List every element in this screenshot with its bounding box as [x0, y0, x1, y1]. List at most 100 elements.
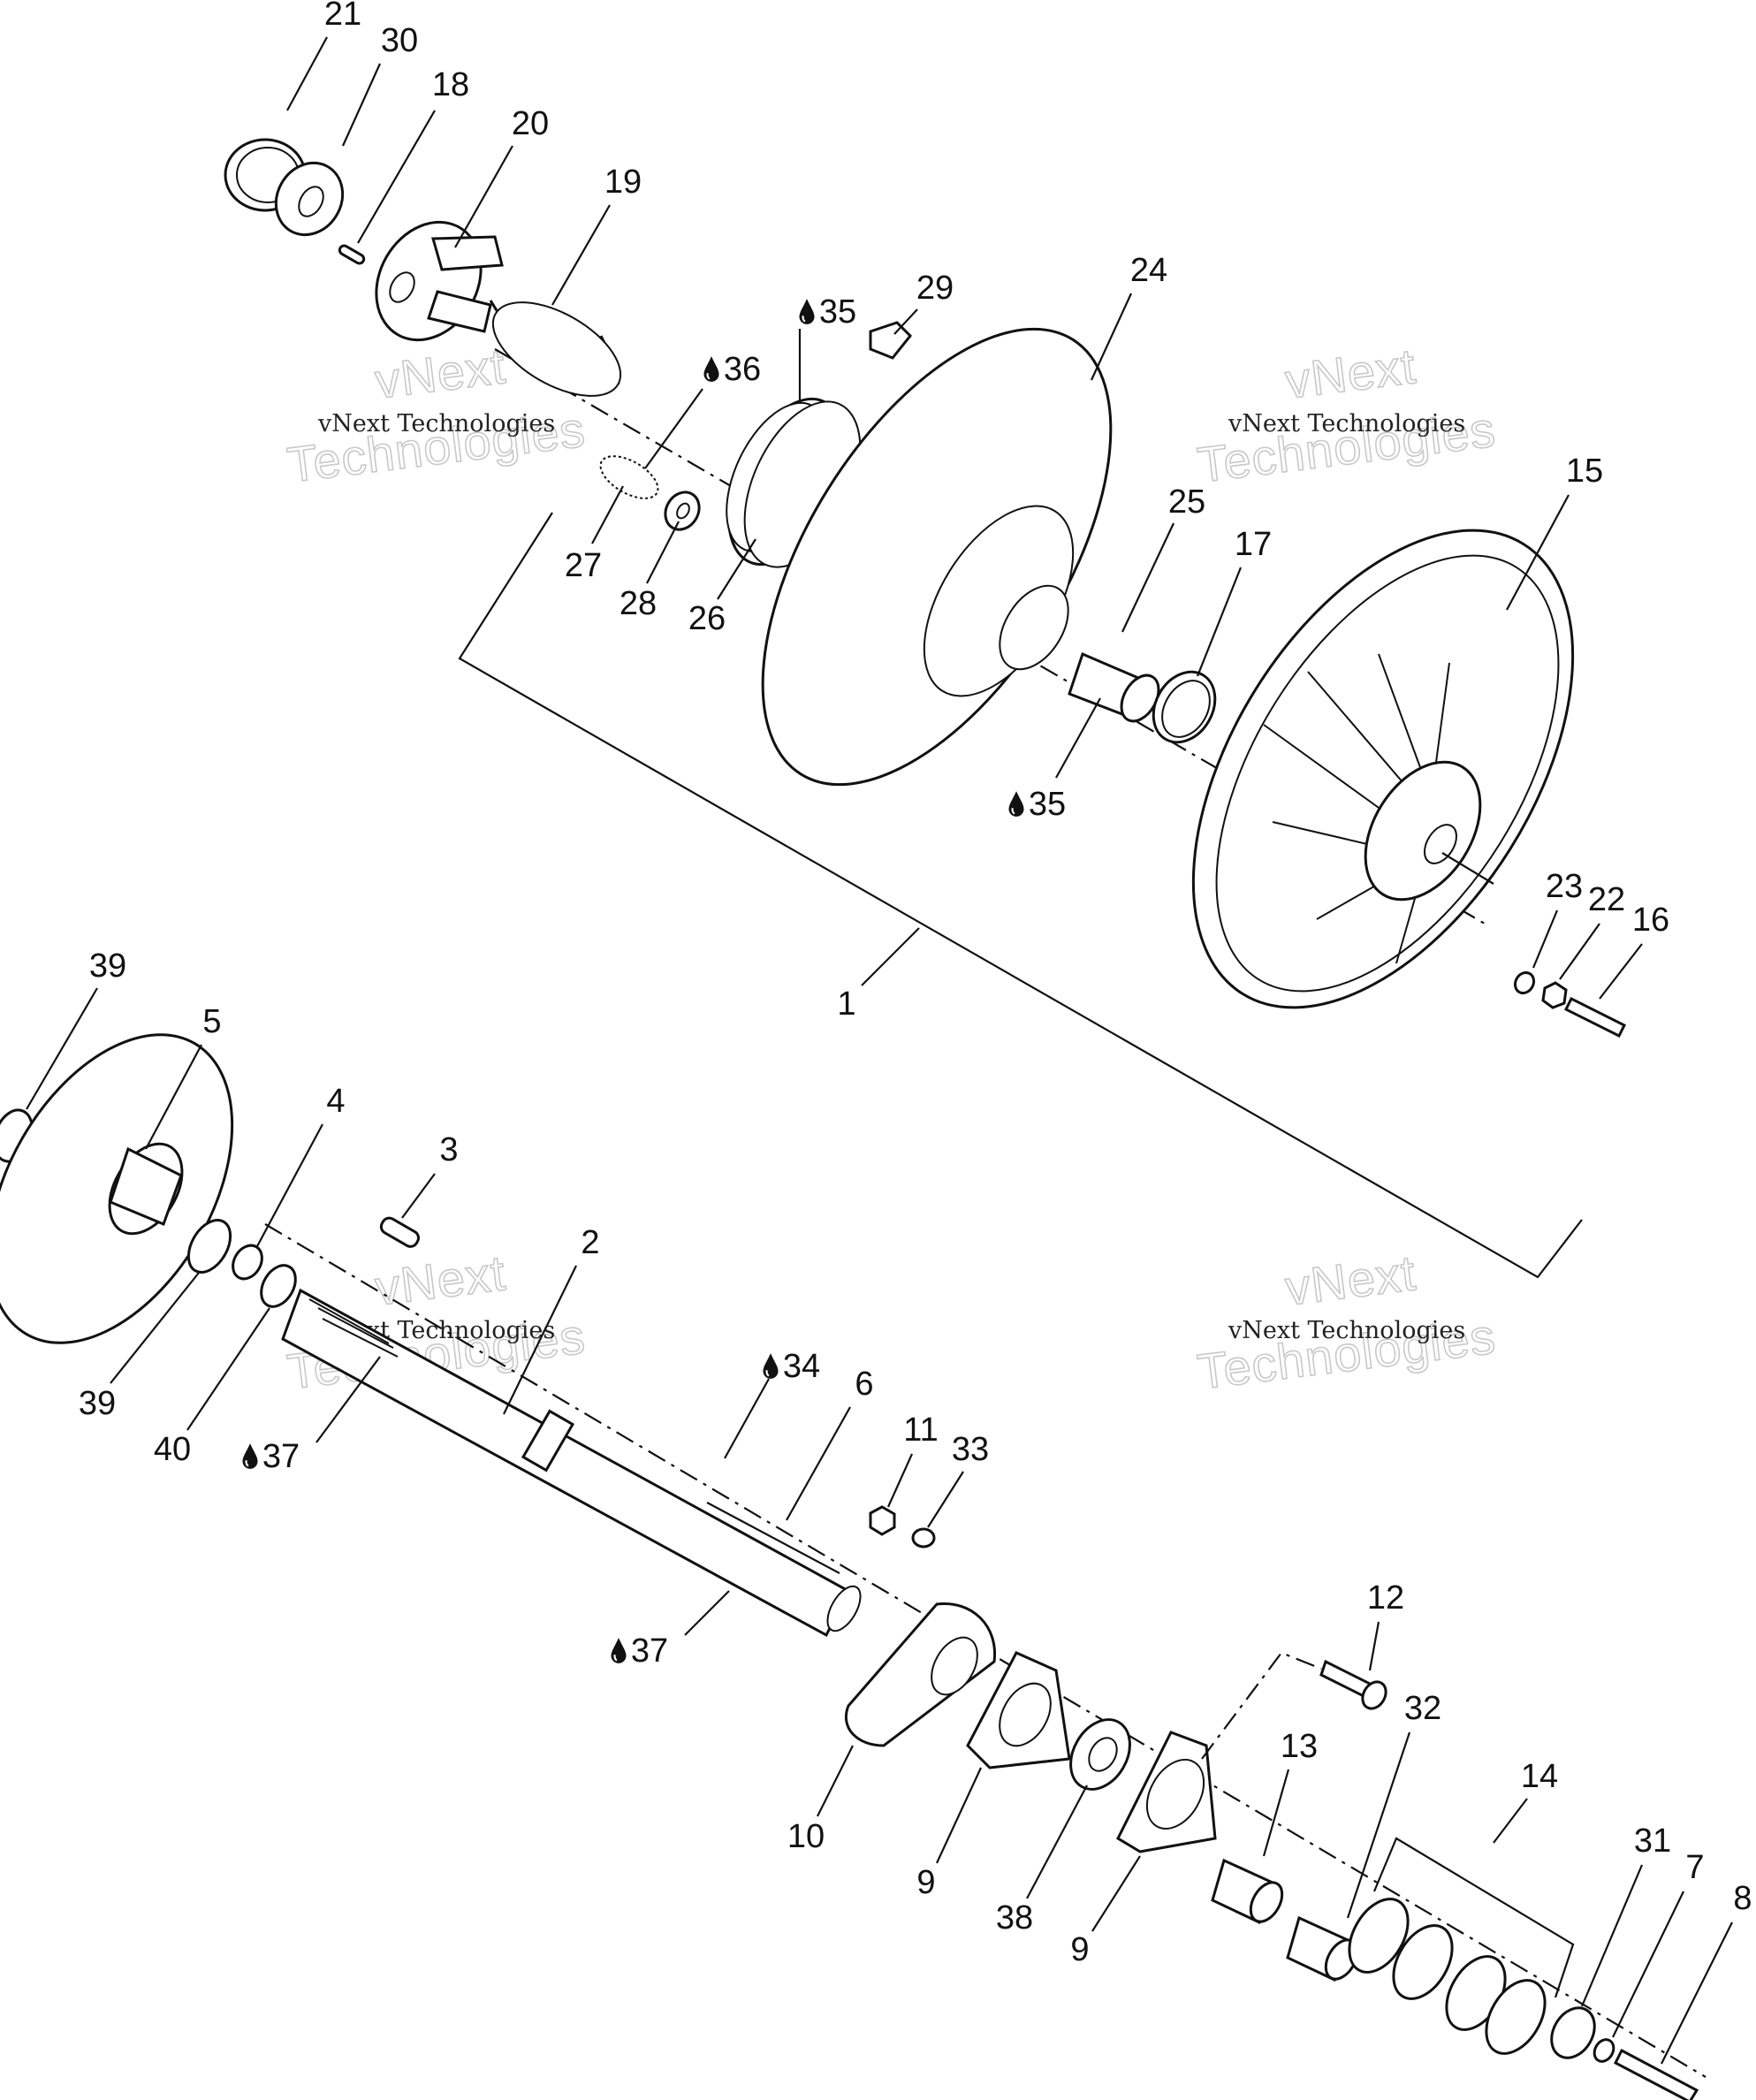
- callout-number: 39: [79, 1385, 116, 1422]
- leader-line-c39a: [26, 987, 98, 1110]
- watermark-vnext: vNext: [372, 1244, 509, 1316]
- watermark-text: vNext Technologies: [1228, 1317, 1465, 1344]
- callout-number: 1: [837, 985, 855, 1023]
- leader-line-c14: [1493, 1798, 1528, 1844]
- slider-shoe-29: [869, 321, 913, 360]
- oil-drop-icon: [1007, 790, 1025, 818]
- callout-number: 16: [1632, 902, 1669, 939]
- leader-line-c3: [401, 1173, 436, 1219]
- leader-line-c33: [927, 1471, 964, 1528]
- leader-line-c18: [357, 110, 436, 244]
- callout-number: 32: [1404, 1690, 1441, 1727]
- leader-line-c29: [893, 308, 918, 335]
- callout-number: 7: [1685, 1849, 1704, 1886]
- callout-c19: 19: [604, 164, 642, 201]
- leader-line-c20: [454, 145, 513, 248]
- callout-number: 29: [916, 270, 954, 307]
- callout-number: 6: [855, 1366, 873, 1403]
- washer-28: [664, 491, 701, 531]
- leader-line-c39b: [110, 1272, 200, 1384]
- callout-number: 17: [1235, 526, 1272, 563]
- leader-line-c11: [886, 1453, 914, 1508]
- callout-number: 5: [202, 1003, 221, 1040]
- oil-drop-icon: [762, 1352, 779, 1380]
- leader-line-c26: [717, 538, 756, 600]
- ring-17: [1152, 670, 1217, 744]
- bolt-8: [1614, 2048, 1699, 2100]
- leader-line-c28: [646, 521, 680, 584]
- callout-c9b: 9: [1070, 1931, 1089, 1968]
- callout-number: 14: [1521, 1758, 1558, 1795]
- callout-c15: 15: [1566, 453, 1603, 490]
- callout-c16: 16: [1632, 902, 1669, 939]
- leader-line-c40: [186, 1307, 270, 1431]
- callout-number: 27: [565, 547, 602, 584]
- leader-lines: [26, 36, 1733, 2065]
- callout-number: 4: [326, 1083, 345, 1120]
- stud-16: [1563, 996, 1627, 1039]
- callout-c4: 4: [326, 1083, 345, 1120]
- watermark: vNext Technologies vNext Technologies: [1194, 1244, 1500, 1400]
- callout-number: 19: [604, 164, 642, 201]
- callout-c27: 27: [565, 547, 602, 584]
- watermark: vNext Technologies vNext Technologies: [284, 337, 589, 493]
- fixed-sheave-15: [1191, 529, 1575, 1009]
- callout-c39b: 39: [79, 1385, 116, 1422]
- leader-line-c6: [786, 1406, 851, 1521]
- leader-line-c23: [1532, 909, 1559, 969]
- bearing-4: [232, 1244, 263, 1281]
- callout-c21: 21: [324, 0, 361, 33]
- leader-line-c1: [861, 927, 920, 986]
- callout-number: 25: [1168, 483, 1205, 521]
- bolt-12: [1319, 1659, 1372, 1700]
- watermark-vnext: vNext: [372, 338, 509, 409]
- watermark-text: vNext Technologies: [1228, 410, 1465, 438]
- callout-c2: 2: [581, 1224, 599, 1261]
- assembly-bracket-1: [458, 512, 1583, 1279]
- callout-number: 13: [1281, 1728, 1318, 1765]
- leader-line-c5: [145, 1044, 202, 1150]
- leader-line-c38: [1026, 1784, 1088, 1899]
- callout-c24: 24: [1130, 252, 1167, 289]
- spring-19: [489, 300, 622, 397]
- washer-30: [274, 161, 345, 237]
- callout-number: 8: [1733, 1880, 1752, 1917]
- flange-9: [966, 1651, 1071, 1769]
- callout-c39a: 39: [89, 947, 126, 985]
- callout-c17: 17: [1235, 526, 1272, 563]
- leader-line-c13: [1262, 1769, 1290, 1857]
- callout-c29: 29: [916, 270, 954, 307]
- flange-9b: [1116, 1731, 1217, 1853]
- washer-23: [1513, 970, 1536, 995]
- leader-line-c31: [1580, 1864, 1644, 2007]
- bearing-38: [1069, 1718, 1131, 1791]
- callout-c20: 20: [512, 105, 549, 142]
- watermark-text: vNext Technologies: [317, 410, 555, 438]
- callout-c8: 8: [1733, 1880, 1752, 1917]
- leader-line-c34: [724, 1378, 770, 1459]
- callout-c35b: 35: [1007, 786, 1066, 823]
- callout-c28: 28: [620, 585, 657, 622]
- callout-c35a: 35: [798, 293, 856, 331]
- nut-11: [869, 1505, 896, 1536]
- oil-drop-icon: [241, 1442, 259, 1470]
- callout-number: 18: [432, 66, 469, 103]
- callout-c33: 33: [952, 1431, 989, 1468]
- callout-c22: 22: [1588, 881, 1625, 918]
- callout-number: 37: [262, 1438, 300, 1475]
- callout-number: 31: [1634, 1822, 1671, 1860]
- callout-c23: 23: [1546, 868, 1583, 905]
- callout-c11: 11: [903, 1411, 938, 1449]
- callout-c13: 13: [1281, 1728, 1318, 1765]
- cam-20: [375, 220, 504, 342]
- callout-number: 30: [381, 22, 418, 59]
- sliding-sheave-24: [761, 327, 1113, 787]
- callout-c5: 5: [202, 1003, 221, 1040]
- leader-line-c22: [1559, 923, 1600, 980]
- leader-line-c15: [1506, 494, 1570, 611]
- bushing-13: [1211, 1858, 1284, 1925]
- leader-line-c27: [591, 485, 624, 544]
- callout-c37a: 37: [241, 1438, 300, 1475]
- callout-number: 40: [154, 1431, 191, 1468]
